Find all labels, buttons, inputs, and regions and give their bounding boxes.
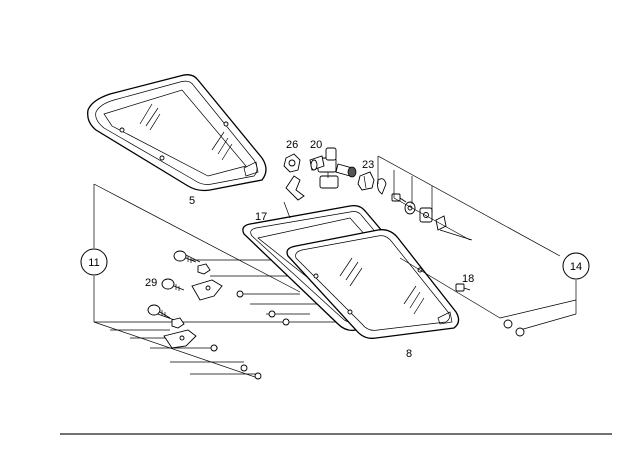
- washers-left[interactable]: [210, 290, 290, 380]
- window-glass-8[interactable]: [286, 229, 460, 339]
- washer-lower-2[interactable]: [515, 327, 525, 337]
- callout-26: 26: [286, 139, 298, 151]
- callout-circle-11: 11: [80, 248, 108, 276]
- nut-lower-left[interactable]: [171, 317, 185, 329]
- callout-8: 8: [406, 348, 412, 360]
- leader-lines-11: [93, 183, 340, 379]
- nut-upper-left[interactable]: [197, 263, 211, 275]
- nut-26[interactable]: [283, 153, 301, 173]
- callout-20: 20: [310, 139, 322, 151]
- spacer[interactable]: [435, 215, 447, 231]
- bracket-lower[interactable]: [163, 329, 197, 349]
- callout-23: 23: [362, 159, 374, 171]
- callout-circle-14: 14: [562, 252, 590, 280]
- window-glass-5[interactable]: [87, 74, 267, 192]
- callout-5: 5: [189, 195, 195, 207]
- bracket-hook[interactable]: [285, 175, 305, 201]
- callout-17: 17: [255, 211, 267, 223]
- clamp[interactable]: [419, 207, 433, 223]
- bracket-upper[interactable]: [191, 279, 223, 301]
- washer-lower-1[interactable]: [503, 319, 513, 329]
- leader-lines-14: [377, 155, 577, 331]
- svg-text:11: 11: [88, 257, 99, 269]
- callout-29: 29: [145, 277, 157, 289]
- screw-lower-left[interactable]: [147, 304, 171, 319]
- screw-upper-left[interactable]: [173, 250, 197, 263]
- cap-23[interactable]: [357, 171, 375, 191]
- leader-17: [283, 201, 291, 219]
- hinge-20[interactable]: [309, 147, 357, 189]
- clip[interactable]: [377, 178, 387, 195]
- callout-18: 18: [462, 273, 474, 285]
- washer[interactable]: [404, 201, 416, 215]
- screw-18[interactable]: [455, 283, 471, 292]
- screw-29[interactable]: [161, 278, 185, 291]
- svg-text:14: 14: [570, 261, 582, 273]
